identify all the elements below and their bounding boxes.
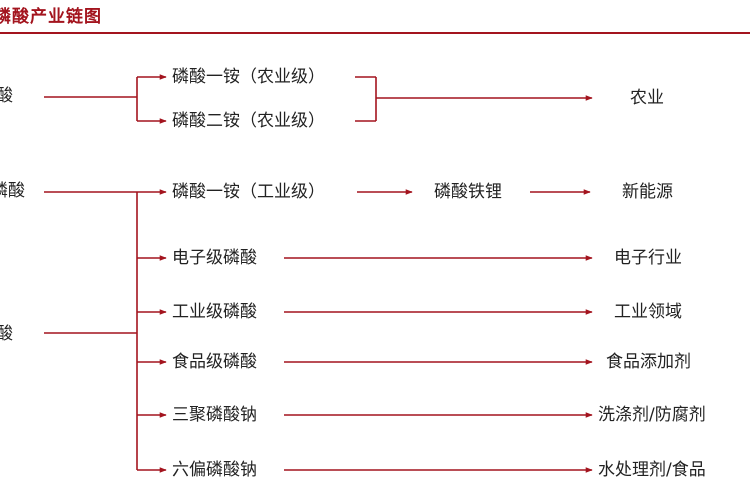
intermediate-lfp: 磷酸铁锂 [434, 182, 502, 202]
product-stpp: 三聚磷酸钠 [172, 405, 257, 425]
application-electronics: 电子行业 [614, 248, 682, 268]
application-agriculture: 农业 [630, 88, 664, 108]
product-electronic-phosphoric-acid: 电子级磷酸 [172, 248, 257, 268]
diagram-title: 磷酸产业链图 [0, 7, 102, 27]
source-top-label: 酸 [0, 86, 13, 106]
application-new-energy: 新能源 [622, 182, 673, 202]
application-food-additive: 食品添加剂 [606, 352, 691, 372]
source-bottom-label: 酸 [0, 324, 13, 344]
application-industry: 工业领域 [614, 302, 682, 322]
product-industrial-phosphoric-acid: 工业级磷酸 [172, 302, 257, 322]
product-food-phosphoric-acid: 食品级磷酸 [172, 352, 257, 372]
source-middle-label: 磷酸 [0, 181, 25, 201]
application-water-food: 水处理剂/食品 [598, 460, 706, 480]
title-divider [0, 32, 750, 34]
product-shmp: 六偏磷酸钠 [172, 460, 257, 480]
product-dap-agri: 磷酸二铵（农业级） [172, 111, 325, 131]
product-map-industrial: 磷酸一铵（工业级） [172, 182, 325, 202]
application-detergent: 洗涤剂/防腐剂 [598, 405, 706, 425]
product-map-agri: 磷酸一铵（农业级） [172, 67, 325, 87]
